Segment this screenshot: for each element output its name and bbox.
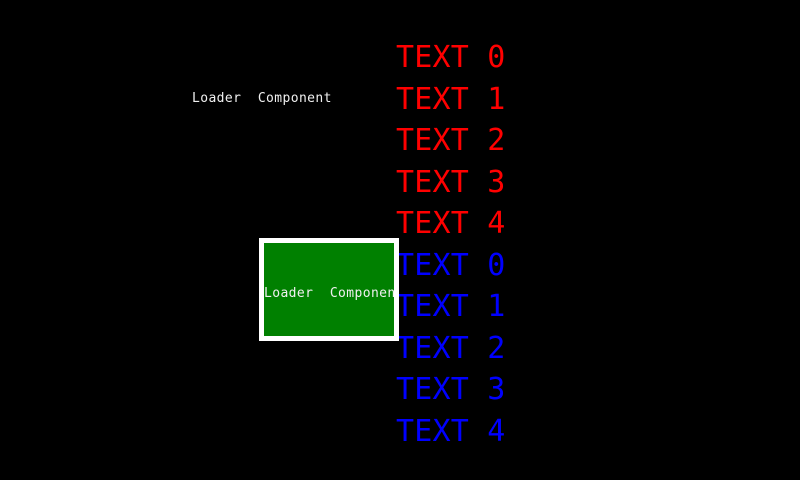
loader-component-box-label: Loader Component — [264, 286, 399, 301]
text-row-red-3: TEXT 3 — [396, 164, 506, 200]
text-row-blue-0: TEXT 0 — [396, 247, 506, 283]
loader-component-box[interactable]: Loader Component — [259, 238, 399, 341]
text-row-blue-3: TEXT 3 — [396, 372, 506, 407]
text-row-blue-1: TEXT 1 — [396, 289, 506, 324]
text-row-red-0: TEXT 0 — [396, 40, 506, 75]
text-row-red-1: TEXT 1 — [396, 81, 506, 117]
text-row-red-4: TEXT 4 — [396, 206, 506, 241]
loader-component-label-top: Loader Component — [192, 91, 332, 106]
text-row-blue-4: TEXT 4 — [396, 413, 506, 449]
text-row-blue-2: TEXT 2 — [396, 330, 506, 366]
text-row-red-2: TEXT 2 — [396, 123, 506, 158]
